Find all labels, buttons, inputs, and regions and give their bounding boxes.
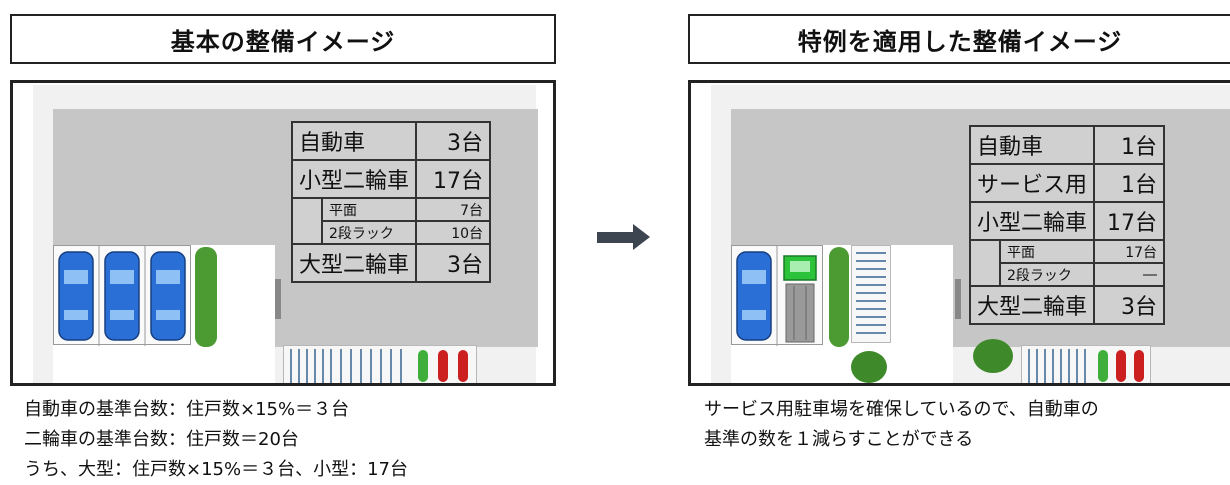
bicycle-rack-icon xyxy=(851,245,891,343)
table-row: 大型二輪車 3台 xyxy=(968,285,1166,325)
row-value: 10台 xyxy=(415,220,492,245)
row-value: ― xyxy=(1093,262,1166,287)
car-parking-spaces xyxy=(731,245,823,346)
row-value: 3台 xyxy=(1093,285,1166,325)
car-icon xyxy=(150,251,186,341)
table-row: 2段ラック 10台 xyxy=(291,220,492,245)
motorcycle-icon xyxy=(1134,350,1144,382)
caption-line: 二輪車の基準台数：住戸数＝20台 xyxy=(24,429,299,450)
right-caption: サービス用駐車場を確保しているので、自動車の 基準の数を１減らすことができる xyxy=(704,395,1099,455)
caption-line: うち、大型：住戸数×15%＝３台、小型：17台 xyxy=(24,459,408,480)
row-label: 2段ラック xyxy=(320,220,418,245)
row-label: 小型二輪車 xyxy=(968,201,1096,241)
row-label: 大型二輪車 xyxy=(968,285,1096,325)
table-row: 小型二輪車 17台 xyxy=(290,159,492,199)
right-panel-title: 特例を適用した整備イメージ xyxy=(688,14,1230,64)
row-value: 1台 xyxy=(1093,163,1166,203)
car-icon xyxy=(736,251,772,341)
caption-line: サービス用駐車場を確保しているので、自動車の xyxy=(704,399,1099,420)
table-row: 自動車 1台 xyxy=(968,125,1166,165)
right-arrow-icon xyxy=(597,224,650,250)
table-row: 平面 17台 xyxy=(969,239,1166,264)
tree-icon xyxy=(973,339,1013,373)
gate-mark xyxy=(955,279,961,319)
row-value: 17台 xyxy=(415,159,492,199)
motorcycle-icon xyxy=(1116,350,1126,382)
hedge-icon xyxy=(195,247,217,347)
left-panel-title: 基本の整備イメージ xyxy=(10,14,556,64)
car-icon xyxy=(104,251,140,341)
motorcycle-icon xyxy=(418,350,428,382)
left-panel-title-text: 基本の整備イメージ xyxy=(170,27,396,56)
right-panel-title-text: 特例を適用した整備イメージ xyxy=(797,27,1123,56)
row-label: 平面 xyxy=(320,197,418,222)
table-row: 2段ラック ― xyxy=(969,262,1166,287)
table-row: 平面 7台 xyxy=(291,197,492,222)
caption-line: 基準の数を１減らすことができる xyxy=(704,429,974,450)
left-caption: 自動車の基準台数：住戸数×15%＝３台 二輪車の基準台数：住戸数＝20台 うち、… xyxy=(24,395,408,485)
gate-mark xyxy=(275,279,281,319)
left-quota-table: 自動車 3台 小型二輪車 17台 平面 7台 2段ラック 10台 大型二輪車 3… xyxy=(290,121,492,283)
car-group xyxy=(58,246,186,346)
tree-icon xyxy=(851,351,887,383)
row-label: 自動車 xyxy=(290,121,418,161)
table-row: サービス用 1台 xyxy=(968,163,1166,203)
hedge-icon xyxy=(829,247,849,347)
motorcycle-icon xyxy=(438,350,448,382)
row-value: 7台 xyxy=(415,197,492,222)
row-label: 大型二輪車 xyxy=(290,243,418,283)
row-label: 自動車 xyxy=(968,125,1096,165)
right-site-plan: 自動車 1台 サービス用 1台 小型二輪車 17台 平面 17台 2段ラック ― xyxy=(688,80,1230,386)
row-label: 2段ラック xyxy=(998,262,1096,287)
left-site-plan: 自動車 3台 小型二輪車 17台 平面 7台 2段ラック 10台 大型二輪車 3… xyxy=(10,80,556,386)
row-label: 平面 xyxy=(998,239,1096,264)
row-label: 小型二輪車 xyxy=(290,159,418,199)
car-icon xyxy=(58,251,94,341)
row-value: 3台 xyxy=(415,121,492,161)
row-value: 17台 xyxy=(1093,239,1166,264)
motorcycle-icon xyxy=(458,350,468,382)
row-value: 17台 xyxy=(1093,201,1166,241)
bicycle-rack-icon xyxy=(283,345,477,383)
caption-line: 自動車の基準台数：住戸数×15%＝３台 xyxy=(24,399,350,420)
table-row: 大型二輪車 3台 xyxy=(290,243,492,283)
row-value: 1台 xyxy=(1093,125,1166,165)
table-row: 自動車 3台 xyxy=(290,121,492,161)
table-row: 小型二輪車 17台 xyxy=(968,201,1166,241)
row-value: 3台 xyxy=(415,243,492,283)
vehicle-group xyxy=(736,246,817,346)
right-quota-table: 自動車 1台 サービス用 1台 小型二輪車 17台 平面 17台 2段ラック ― xyxy=(968,125,1166,325)
motorcycle-icon xyxy=(1098,350,1108,382)
bicycle-rack-icon xyxy=(1021,345,1151,383)
service-vehicle-icon xyxy=(783,255,817,343)
car-parking-spaces xyxy=(53,245,191,346)
row-label: サービス用 xyxy=(968,163,1096,203)
